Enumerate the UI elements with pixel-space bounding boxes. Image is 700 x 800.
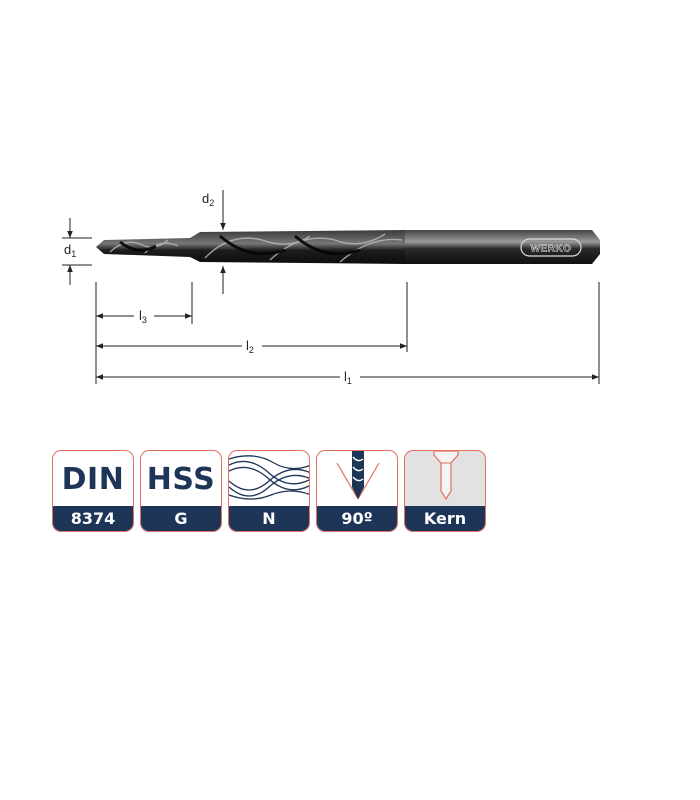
badge-point-angle: 90º <box>316 450 398 532</box>
drill-flutes <box>96 230 405 264</box>
badge-hss-grade: G <box>141 506 221 531</box>
badge-type-label: N <box>229 506 309 531</box>
brand-text: WERKO <box>531 244 572 255</box>
label-d1: d1 <box>64 242 76 259</box>
badge-din-label: DIN <box>61 461 125 497</box>
badge-application-label: Kern <box>405 506 485 531</box>
label-d2: d2 <box>202 191 214 208</box>
label-l3: l3 <box>139 308 147 325</box>
label-l2: l2 <box>246 338 254 355</box>
property-badges: DIN 8374 HSS G N <box>52 450 492 534</box>
badge-type-n: N <box>228 450 310 532</box>
badge-din-number: 8374 <box>53 506 133 531</box>
drill-technical-drawing: WERKO d1 d2 l3 l2 l1 <box>62 190 600 386</box>
countersink-core-icon <box>433 451 459 501</box>
badge-din-standard: DIN 8374 <box>52 450 134 532</box>
helix-flute-icon <box>229 455 309 500</box>
badge-application-kern: Kern <box>404 450 486 532</box>
label-l1: l1 <box>344 369 352 386</box>
badge-hss-material: HSS G <box>140 450 222 532</box>
dimension-d1 <box>62 218 92 285</box>
drill-point-angle-icon <box>336 451 380 500</box>
step-drill: WERKO <box>96 230 600 264</box>
badge-hss-label: HSS <box>146 461 216 497</box>
badge-angle-label: 90º <box>317 506 397 531</box>
brand-oval <box>520 238 582 257</box>
